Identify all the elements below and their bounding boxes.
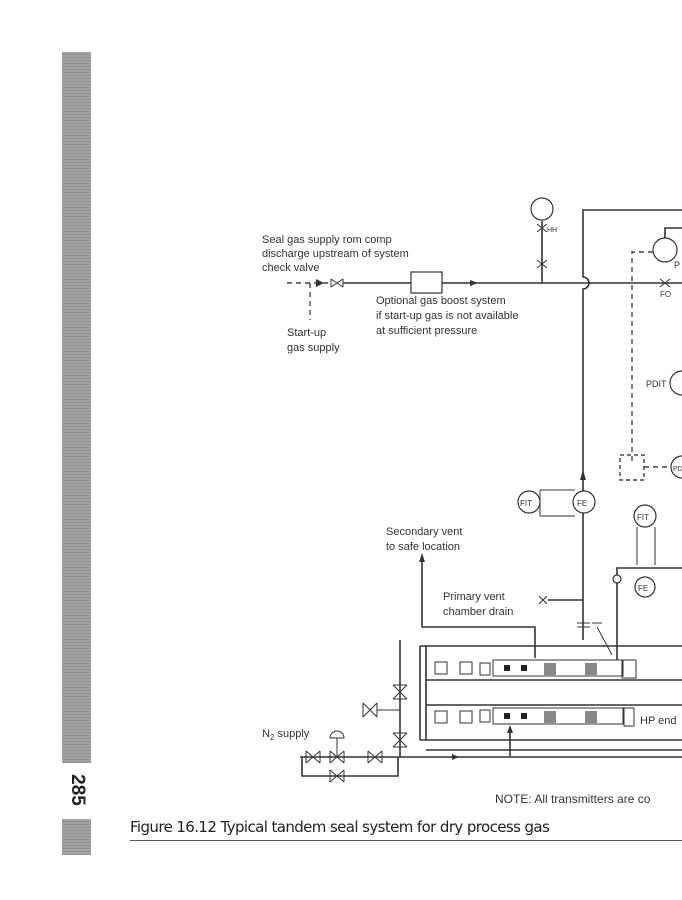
seal-components-top — [434, 659, 637, 679]
fe-instrument-icon — [634, 576, 656, 598]
main-riser-line — [582, 209, 682, 640]
flow-arrow — [580, 470, 586, 480]
page-margin-bar-bottom — [62, 819, 91, 855]
vent-arrow — [419, 553, 425, 562]
p-label: P — [674, 260, 680, 270]
pdit-instrument-icon — [669, 370, 682, 396]
seal-block — [504, 665, 510, 671]
seal-block — [521, 713, 527, 719]
flow-arrow — [470, 280, 478, 286]
seal-housing — [419, 645, 682, 751]
hp-end-label: HP end — [640, 715, 677, 727]
secondary-vent-line — [421, 560, 536, 658]
fit-instrument-icon — [517, 490, 541, 514]
flow-arrow — [452, 754, 459, 760]
boost-label: if start-up gas is not available — [376, 310, 518, 322]
primary-vent-label: chamber drain — [443, 606, 513, 618]
figure-caption: Figure 16.12 Typical tandem seal system … — [130, 818, 550, 836]
page-margin-bar-top — [62, 52, 91, 763]
pd-instrument-icon — [670, 455, 682, 479]
gauge-valve-icon — [536, 223, 548, 269]
fit-impulse-lines — [539, 489, 575, 517]
startup-label: Start-up — [287, 327, 326, 339]
seal-block — [504, 713, 510, 719]
hh-label: HH — [547, 227, 557, 234]
seal-gas-label: discharge upstream of system — [262, 248, 409, 260]
fit-impulse-lines — [636, 527, 656, 565]
seal-ring — [585, 663, 597, 675]
gas-boost-box — [410, 271, 443, 294]
control-valve-actuator-icon — [652, 237, 678, 263]
secondary-vent-label: Secondary vent — [386, 526, 462, 538]
control-line — [664, 227, 682, 238]
fe-label: FE — [638, 584, 648, 593]
pdit-label: PDIT — [646, 379, 667, 389]
drain-valve-icon — [538, 595, 548, 605]
seal-gas-label: Seal gas supply rom comp — [262, 234, 392, 246]
seal-gas-label: check valve — [262, 262, 319, 274]
n2-valves-icon — [305, 684, 408, 783]
seal-ring — [544, 663, 556, 675]
boost-label: at sufficient pressure — [376, 325, 477, 337]
check-valve-icon — [330, 278, 344, 288]
pd-label: PD — [673, 466, 682, 473]
seal-ring — [544, 711, 556, 723]
fit-label: FIT — [637, 513, 649, 522]
pressure-gauge-icon — [530, 197, 554, 221]
note-label: NOTE: All transmitters are co — [495, 792, 651, 806]
control-valve-icon — [659, 278, 671, 288]
n2-supply-label: N2 supply — [262, 728, 310, 742]
seal-ring — [585, 711, 597, 723]
seal-components-bottom — [434, 707, 635, 727]
boost-label: Optional gas boost system — [376, 295, 506, 307]
signal-dashed-line — [631, 251, 653, 465]
fo-label: FO — [660, 290, 671, 299]
startup-label: gas supply — [287, 342, 340, 354]
secondary-vent-label: to safe location — [386, 541, 460, 553]
orifice-flange-icon — [577, 622, 613, 656]
secondary-supply-line — [616, 567, 682, 660]
flow-arrow — [507, 725, 513, 733]
fe-label: FE — [577, 499, 587, 508]
fit-instrument-icon — [633, 504, 657, 528]
caption-rule — [130, 840, 682, 841]
primary-vent-label: Primary vent — [443, 591, 505, 603]
fe-instrument-icon — [572, 490, 596, 514]
fit-label: FIT — [520, 499, 532, 508]
flow-arrow — [316, 279, 324, 287]
seal-block — [521, 665, 527, 671]
orifice-icon — [612, 574, 622, 584]
